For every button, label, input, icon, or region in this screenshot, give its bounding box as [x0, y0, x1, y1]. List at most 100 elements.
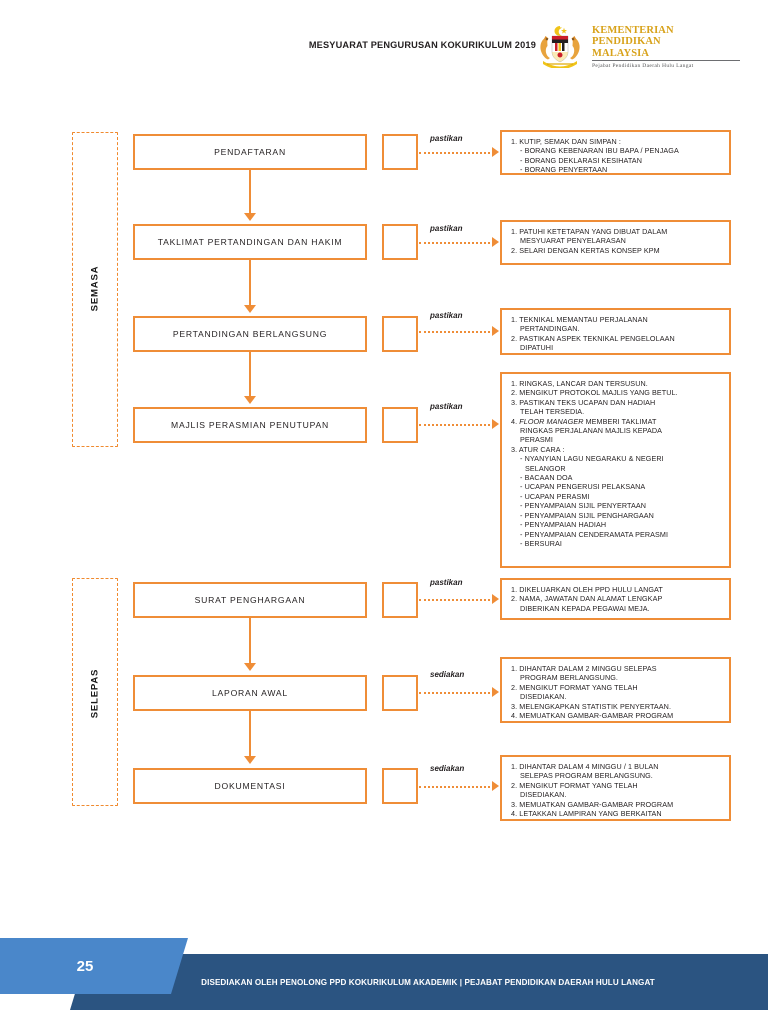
note-line: - PENYAMPAIAN SIJIL PENYERTAAN: [520, 501, 647, 511]
dotted-connector: [419, 152, 494, 154]
process-label: PERTANDINGAN BERLANGSUNG: [172, 329, 328, 339]
connector-arrow: [492, 326, 499, 336]
note-line: RINGKAS PERJALANAN MAJLIS KEPADA: [520, 426, 663, 436]
process-box-pendaftaran[interactable]: PENDAFTARAN: [133, 134, 367, 170]
note-line: - BORANG DEKLARASI KESIHATAN: [520, 155, 642, 165]
note-line-floor-manager: 4. FLOOR MANAGER MEMBERI TAKLIMAT: [511, 416, 657, 426]
note-line: - BACAAN DOA: [520, 473, 573, 483]
checkpoint-box-dokumentasi[interactable]: [382, 768, 418, 804]
note-line: DIBERIKAN KEPADA PEGAWAI MEJA.: [520, 603, 650, 613]
process-box-pertandingan-berlangsung[interactable]: PERTANDINGAN BERLANGSUNG: [133, 316, 367, 352]
process-label: DOKUMENTASI: [214, 781, 286, 791]
connector-arrow: [492, 237, 499, 247]
ministry-logo-text: KEMENTERIAN PENDIDIKAN MALAYSIA Pejabat …: [592, 25, 744, 69]
checkpoint-box-taklimat[interactable]: [382, 224, 418, 260]
note-box-pendaftaran: 1. KUTIP, SEMAK DAN SIMPAN : - BORANG KE…: [500, 130, 731, 175]
connector-arrow: [492, 687, 499, 697]
note-line: MESYUARAT PENYELARASAN: [520, 236, 626, 246]
connector-label-majlis: pastikan: [430, 402, 463, 411]
process-label: LAPORAN AWAL: [212, 688, 288, 698]
note-line: - UCAPAN PENGERUSI PELAKSANA: [520, 482, 646, 492]
process-box-taklimat-pertandingan-dan-hakim[interactable]: TAKLIMAT PERTANDINGAN DAN HAKIM: [133, 224, 367, 260]
note-box-dokumentasi: 1. DIHANTAR DALAM 4 MINGGU / 1 BULAN SEL…: [500, 755, 731, 821]
note-line: - PENYAMPAIAN CENDERAMATA PERASMI: [520, 529, 669, 539]
note-line: - PENYAMPAIAN SIJIL PENGHARGAAN: [520, 510, 654, 520]
note-line: 4. MEMUATKAN GAMBAR-GAMBAR PROGRAM: [511, 711, 674, 721]
flow-arrow: [244, 756, 256, 764]
connector-label-laporan: sediakan: [430, 670, 465, 679]
note-line: 3. MELENGKAPKAN STATISTIK PENYERTAAN.: [511, 701, 672, 711]
flow-arrow: [244, 305, 256, 313]
connector-arrow: [492, 419, 499, 429]
note-line: - UCAPAN PERASMI: [520, 491, 590, 501]
logo-line-3: MALAYSIA: [592, 47, 650, 59]
note-line: DIPATUHI: [520, 343, 554, 353]
footer-credit-text: DISEDIAKAN OLEH PENOLONG PPD KOKURIKULUM…: [201, 977, 655, 987]
process-box-surat-penghargaan[interactable]: SURAT PENGHARGAAN: [133, 582, 367, 618]
note-line: 2. NAMA, JAWATAN DAN ALAMAT LENGKAP: [511, 594, 663, 604]
flow-arrow: [244, 396, 256, 404]
note-line: 3. PASTIKAN TEKS UCAPAN DAN HADIAH: [511, 397, 656, 407]
phase-bracket-semasa: [72, 132, 118, 447]
note-box-taklimat: 1. PATUHI KETETAPAN YANG DIBUAT DALAM ME…: [500, 220, 731, 265]
checkpoint-box-pertandingan[interactable]: [382, 316, 418, 352]
page-footer: DISEDIAKAN OLEH PENOLONG PPD KOKURIKULUM…: [0, 930, 768, 1024]
checkpoint-box-surat[interactable]: [382, 582, 418, 618]
process-label: TAKLIMAT PERTANDINGAN DAN HAKIM: [157, 237, 343, 247]
logo-line-2: PENDIDIKAN: [592, 36, 661, 48]
note-line: 2. MENGIKUT FORMAT YANG TELAH: [511, 780, 638, 790]
connector-label-dokumentasi: sediakan: [430, 764, 465, 773]
note-line: 3. MEMUATKAN GAMBAR-GAMBAR PROGRAM: [511, 799, 674, 809]
note-line: 1. KUTIP, SEMAK DAN SIMPAN :: [511, 137, 621, 146]
process-label: SURAT PENGHARGAAN: [194, 595, 306, 605]
note-line: - BERSURAI: [520, 538, 562, 548]
phase-label-selepas: SELEPAS: [89, 668, 101, 719]
note-box-majlis: 1. RINGKAS, LANCAR DAN TERSUSUN. 2. MENG…: [500, 372, 731, 568]
ministry-logo: KEMENTERIAN PENDIDIKAN MALAYSIA Pejabat …: [532, 24, 744, 69]
note-line: - PENYAMPAIAN HADIAH: [520, 520, 607, 530]
note-line: 1. DIKELUARKAN OLEH PPD HULU LANGAT: [511, 585, 663, 594]
logo-line-4: Pejabat Pendidikan Daerah Hulu Langat: [592, 62, 694, 69]
flow-connector: [248, 618, 252, 665]
italic-term: FLOOR MANAGER: [519, 416, 584, 426]
note-line: - NYANYIAN LAGU NEGARAKU & NEGERI: [520, 454, 664, 464]
note-line: 1. RINGKAS, LANCAR DAN TERSUSUN.: [511, 379, 648, 388]
dotted-connector: [419, 331, 494, 333]
note-line: 1. DIHANTAR DALAM 4 MINGGU / 1 BULAN: [511, 762, 659, 771]
note-line: PROGRAM BERLANGSUNG.: [520, 673, 618, 683]
connector-label-pertandingan: pastikan: [430, 311, 463, 320]
note-box-laporan: 1. DIHANTAR DALAM 2 MINGGU SELEPAS PROGR…: [500, 657, 731, 723]
connector-label-taklimat: pastikan: [430, 224, 463, 233]
flow-connector: [248, 711, 252, 758]
process-box-dokumentasi[interactable]: DOKUMENTASI: [133, 768, 367, 804]
note-line: 3. ATUR CARA :: [511, 444, 565, 454]
process-label: PENDAFTARAN: [214, 147, 286, 157]
phase-label-semasa: SEMASA: [89, 265, 101, 312]
dotted-connector: [419, 242, 494, 244]
process-box-majlis-perasmian-penutupan[interactable]: MAJLIS PERASMIAN PENUTUPAN: [133, 407, 367, 443]
logo-divider: [592, 60, 740, 62]
checkpoint-box-laporan[interactable]: [382, 675, 418, 711]
checkpoint-box-pendaftaran[interactable]: [382, 134, 418, 170]
note-line: 2. MENGIKUT FORMAT YANG TELAH: [511, 682, 638, 692]
checkpoint-box-majlis[interactable]: [382, 407, 418, 443]
dotted-connector: [419, 424, 494, 426]
note-line: SELANGOR: [525, 463, 566, 473]
connector-arrow: [492, 594, 499, 604]
connector-label-surat: pastikan: [430, 578, 463, 587]
page-header: MESYUARAT PENGURUSAN KOKURIKULUM 2019: [0, 0, 768, 92]
flowchart: SEMASA SELEPAS PENDAFTARAN pastikan 1. K…: [72, 130, 731, 821]
note-box-pertandingan: 1. TEKNIKAL MEMANTAU PERJALANAN PERTANDI…: [500, 308, 731, 355]
note-line: - BORANG PENYERTAAN: [520, 165, 608, 175]
note-line: 4. LETAKKAN LAMPIRAN YANG BERKAITAN: [511, 809, 662, 819]
note-line: 2. PASTIKAN ASPEK TEKNIKAL PENGELOLAAN: [511, 333, 675, 343]
note-box-surat: 1. DIKELUARKAN OLEH PPD HULU LANGAT 2. N…: [500, 578, 731, 620]
footer-page-shape: [0, 938, 188, 994]
flow-connector: [248, 352, 252, 398]
flow-connector: [248, 260, 252, 307]
note-line: DISEDIAKAN.: [520, 790, 567, 800]
dotted-connector: [419, 692, 494, 694]
process-box-laporan-awal[interactable]: LAPORAN AWAL: [133, 675, 367, 711]
note-line: DISEDIAKAN.: [520, 692, 567, 702]
